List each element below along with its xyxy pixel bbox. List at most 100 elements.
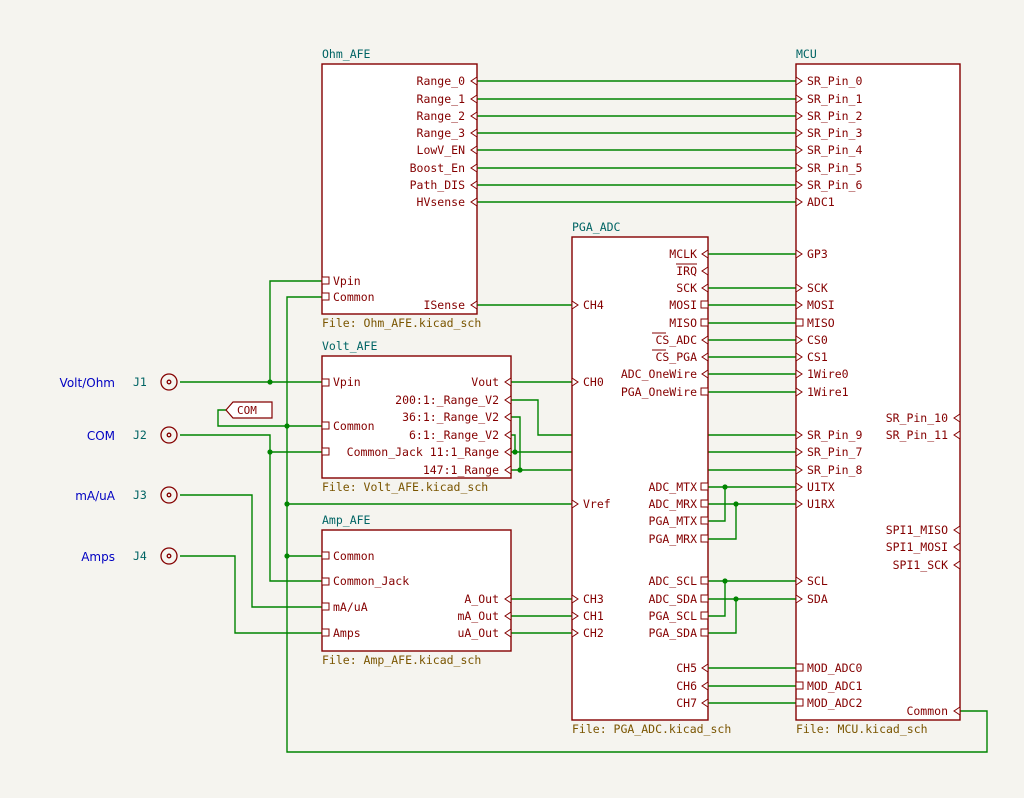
sheet-pin-label: CS_ADC: [655, 333, 697, 347]
sheet-pin-label: PGA_SCL: [649, 609, 698, 623]
connector-j4[interactable]: Amps J4: [81, 547, 178, 565]
mcu-title: MCU: [796, 47, 817, 61]
sheet-pin-label: MOSI: [807, 298, 835, 312]
sheet-pin-label: PGA_MRX: [649, 532, 698, 546]
pga-adc-pins: CH4 CH0 Vref CH3 CH1 CH2 MCLK IRQ SCK MO…: [583, 247, 697, 710]
sheet-pin-label: SCK: [676, 281, 697, 295]
sheet-pin-label: MISO: [669, 316, 697, 330]
jack-pin-icon: [166, 432, 172, 438]
ohm-afe-title: Ohm_AFE: [322, 47, 371, 61]
jack-pin-icon: [166, 492, 172, 498]
sheet-pin-label: Common: [906, 704, 948, 718]
sheet-pin-label: Range_1: [417, 92, 466, 106]
connector-ref: J1: [133, 375, 147, 389]
sheet-pin-label: MCLK: [669, 247, 697, 261]
sheet-pin-label: ISense: [423, 298, 465, 312]
sheet-pin-label: PGA_MTX: [649, 514, 698, 528]
ohm-afe-sheet[interactable]: [321, 63, 478, 315]
sheet-pin-label: Common: [333, 419, 375, 433]
sheet-pin-label: HVsense: [417, 195, 466, 209]
volt-afe-title: Volt_AFE: [322, 339, 377, 353]
sheet-pin-label: 36:1:_Range_V2: [402, 410, 499, 424]
sheet-pin-label: SR_Pin_0: [807, 74, 862, 88]
sheet-pin-label: mA/uA: [333, 600, 368, 614]
sheet-pin-label: U1TX: [807, 480, 835, 494]
net-label: mA/uA: [75, 489, 116, 503]
sheet-pin-label: ADC_OneWire: [621, 367, 697, 381]
volt-afe-sheet[interactable]: [321, 355, 512, 479]
mcu-sheet[interactable]: [795, 63, 961, 721]
sheet-pin-label: PGA_SDA: [649, 626, 698, 640]
net-label: Amps: [81, 550, 115, 564]
jack-icon: [160, 547, 178, 565]
sheet-pin-label: ADC_SCL: [649, 574, 698, 588]
sheet-pin-label: mA_Out: [457, 609, 499, 623]
sheet-pin-label: SR_Pin_5: [807, 161, 862, 175]
sheet-pin-label: Common_Jack: [333, 574, 409, 588]
sheet-pin-label: SR_Pin_10: [886, 411, 948, 425]
sheet-pin-label: Vpin: [333, 375, 361, 389]
sheet-pin-label: PGA_OneWire: [621, 385, 697, 399]
jack-icon: [160, 426, 178, 444]
sheet-pin-label: CS_PGA: [655, 350, 697, 364]
sheet-pin-label: Vref: [583, 497, 611, 511]
volt-afe-pins: Vpin Common Vout 200:1:_Range_V2 36:1:_R…: [333, 375, 499, 477]
jack-icon: [160, 373, 178, 391]
sheet-pin-label: Vpin: [333, 274, 361, 288]
sheet-pin-label: SCK: [807, 281, 828, 295]
sheet-pin-label: 200:1:_Range_V2: [395, 393, 499, 407]
sheet-pin-label: uA_Out: [457, 626, 499, 640]
sheet-pin-label: MOD_ADC0: [807, 661, 862, 675]
jack-icon: [160, 486, 178, 504]
sheet-pin-label: SPI1_MISO: [886, 523, 948, 537]
sheet-pin-label: MOD_ADC1: [807, 679, 862, 693]
connector-ref: J2: [133, 428, 147, 442]
amp-afe-title: Amp_AFE: [322, 513, 371, 527]
amp-afe-file: File: Amp_AFE.kicad_sch: [322, 653, 481, 667]
sheet-pin-label: Common: [333, 549, 375, 563]
global-label-flag-icon: [225, 401, 273, 419]
sheet-pin-label: Boost_En: [410, 161, 465, 175]
pga-adc-sheet[interactable]: [571, 236, 709, 721]
mcu-pins: SR_Pin_0 SR_Pin_1 SR_Pin_2 SR_Pin_3 SR_P…: [807, 74, 948, 718]
sheet-pin-label: Range_0: [417, 74, 466, 88]
jack-pin-icon: [166, 379, 172, 385]
pga-adc-title: PGA_ADC: [572, 220, 621, 234]
jack-pin-icon: [166, 553, 172, 559]
sheet-pin-label: A_Out: [464, 592, 499, 606]
sheet-pin-label: SR_Pin_6: [807, 178, 862, 192]
sheet-pin-label: SDA: [807, 592, 828, 606]
connector-j1[interactable]: Volt/Ohm J1: [60, 373, 178, 391]
sheet-pin-label: CH7: [676, 696, 697, 710]
ohm-afe-file: File: Ohm_AFE.kicad_sch: [322, 316, 481, 330]
sheet-pin-label: 147:1_Range: [423, 463, 499, 477]
amp-afe-pins: Common Common_Jack mA/uA Amps A_Out mA_O…: [333, 549, 499, 640]
sheet-pin-label: SR_Pin_9: [807, 428, 862, 442]
net-label: Volt/Ohm: [60, 376, 115, 390]
mcu-file: File: MCU.kicad_sch: [796, 722, 928, 736]
sheet-pin-label: LowV_EN: [417, 143, 466, 157]
sheet-pin-label: 1Wire1: [807, 385, 849, 399]
connector-ref: J4: [133, 549, 147, 563]
sheet-pin-label: CH1: [583, 609, 604, 623]
junctions: [267, 379, 739, 602]
sheet-pin-label: CS1: [807, 350, 828, 364]
sheet-pin-label: ADC_MTX: [649, 480, 698, 494]
sheet-pin-label: CH5: [676, 661, 697, 675]
sheet-pin-label: ADC_MRX: [649, 497, 698, 511]
sheet-pin-label: 6:1:_Range_V2: [409, 428, 499, 442]
sheet-pin-label: CH2: [583, 626, 604, 640]
connector-j3[interactable]: mA/uA J3: [75, 486, 178, 504]
sheet-pin-label: IRQ: [676, 264, 697, 278]
sheet-pin-label: U1RX: [807, 497, 835, 511]
sheet-pin-label: Amps: [333, 626, 361, 640]
connector-j2[interactable]: COM J2: [87, 426, 178, 444]
global-label-com[interactable]: COM: [225, 401, 273, 419]
amp-afe-sheet[interactable]: [321, 529, 512, 652]
sheet-pin-label: CH6: [676, 679, 697, 693]
sheet-pin-label: SPI1_MOSI: [886, 540, 948, 554]
sheet-pin-label: ADC_SDA: [649, 592, 698, 606]
volt-afe-file: File: Volt_AFE.kicad_sch: [322, 480, 488, 494]
sheet-pin-label: GP3: [807, 247, 828, 261]
